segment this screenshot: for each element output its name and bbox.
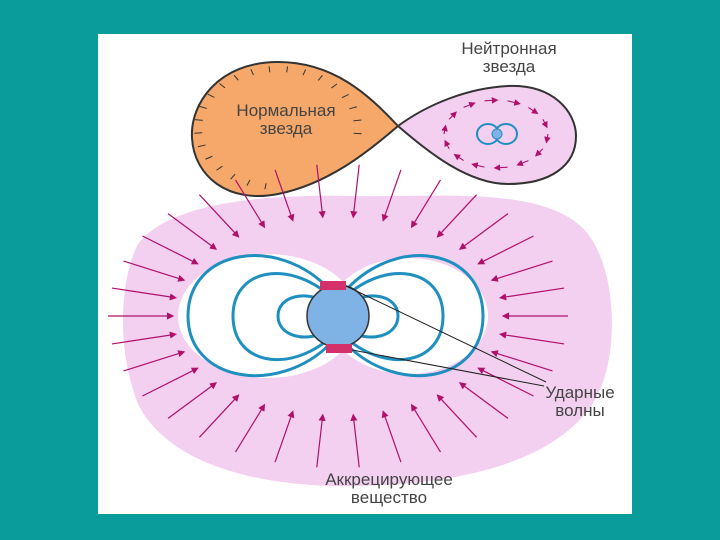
flow-arrow [316, 164, 326, 219]
surface-tick [233, 74, 239, 81]
neutron-star-label-line2: звезда [482, 57, 536, 76]
diagram-panel: Нейтронная звезда Нормальная звезда Удар… [98, 34, 632, 514]
neutron-star-small [476, 123, 518, 145]
surface-tick [194, 132, 203, 134]
flow-arrow [198, 194, 240, 238]
flow-arrow [463, 101, 476, 109]
accreting-matter-label-line2: вещество [350, 488, 428, 507]
flow-arrow [516, 159, 529, 167]
surface-tick [205, 155, 213, 160]
shock-waves-label-line1: Ударные [545, 383, 615, 402]
flow-arrow [453, 153, 464, 162]
roche-lobe-flow-arrows [441, 97, 551, 171]
flow-arrow [111, 331, 177, 345]
flow-arrow [490, 350, 553, 372]
surface-tick [286, 66, 289, 73]
flow-arrow [507, 99, 521, 106]
flow-arrow [381, 169, 402, 222]
flow-arrow [142, 367, 199, 397]
accretion-region [108, 164, 612, 487]
normal-star-label: Нормальная звезда [216, 102, 356, 138]
flow-arrow [316, 413, 326, 468]
flow-arrow [410, 403, 442, 453]
surface-tick [341, 94, 349, 99]
flow-arrow [436, 394, 478, 438]
accretion-flow-arrows [108, 164, 568, 468]
flow-arrow [274, 169, 295, 222]
flow-arrow [410, 179, 442, 229]
surface-tick [230, 173, 236, 180]
flow-arrow [499, 287, 565, 301]
shock-waves-label-line2: волны [555, 401, 605, 420]
neutron-star-label-line1: Нейтронная [461, 39, 557, 58]
flow-arrow [123, 350, 186, 372]
surface-tick [353, 119, 362, 122]
flow-arrow [123, 260, 186, 282]
flow-arrow [444, 139, 451, 150]
surface-tick [317, 75, 323, 81]
surface-tick [353, 132, 362, 135]
flow-arrow [111, 287, 177, 301]
flow-arrow [458, 213, 509, 250]
flow-arrow [234, 179, 266, 229]
surface-tick [302, 69, 307, 76]
flow-arrow [544, 133, 551, 144]
flow-arrow [234, 403, 266, 453]
accreting-matter-label: Аккрецирующее вещество [304, 471, 474, 507]
normal-star-surface-ticks [194, 66, 362, 190]
surface-tick [250, 69, 254, 76]
surface-tick [219, 83, 226, 89]
neutron-star-label: Нейтронная звезда [434, 40, 584, 76]
accretion-diagram [108, 60, 612, 487]
flow-arrow [441, 124, 448, 135]
flow-arrow [274, 410, 295, 463]
flow-arrow [493, 164, 508, 171]
flow-arrow [381, 410, 402, 463]
surface-tick [349, 106, 358, 110]
shock-waves-label: Ударные волны [530, 384, 630, 420]
flow-arrow [350, 413, 360, 468]
flow-arrow [499, 331, 565, 345]
normal-star-label-line1: Нормальная [236, 101, 336, 120]
shock-wave-top [320, 281, 346, 290]
magnetic-field-lines [186, 254, 485, 378]
flow-arrow [528, 106, 539, 115]
surface-tick [216, 165, 223, 171]
surface-tick [197, 144, 206, 148]
flow-arrow [541, 118, 548, 129]
flow-arrow [167, 213, 218, 250]
flow-arrow [350, 164, 360, 219]
flow-arrow [448, 111, 457, 120]
surface-tick [268, 66, 271, 73]
flow-arrow [198, 394, 240, 438]
shock-wave-bottom [326, 344, 352, 353]
flow-arrow [142, 235, 199, 265]
flow-arrow [458, 382, 509, 419]
surface-tick [207, 93, 215, 98]
normal-star-label-line2: звезда [259, 119, 313, 138]
binary-system [190, 60, 578, 197]
flow-arrow [535, 148, 544, 157]
flow-arrow [477, 235, 534, 265]
flow-arrow [490, 260, 553, 282]
accreting-matter-label-line1: Аккрецирующее [325, 470, 453, 489]
surface-tick [194, 119, 203, 121]
flow-arrow [477, 367, 534, 397]
shock-wave-pointers [345, 285, 547, 387]
flow-arrow [167, 382, 218, 419]
flow-arrow [484, 97, 499, 104]
flow-arrow [436, 194, 478, 238]
surface-tick [331, 83, 338, 89]
neutron-star-icon [306, 284, 370, 348]
surface-tick [264, 183, 267, 190]
surface-tick [199, 105, 207, 109]
surface-tick [246, 179, 251, 186]
flow-arrow [471, 162, 485, 169]
